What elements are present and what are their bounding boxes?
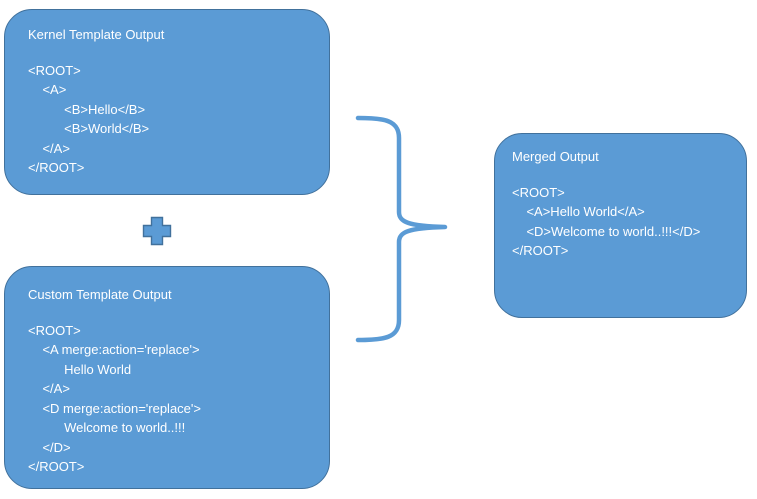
merged-output-title: Merged Output [512,149,599,164]
merged-output-code: <ROOT> <A>Hello World</A> <D>Welcome to … [512,184,701,259]
custom-template-output-box: Custom Template Output <ROOT> <A merge:a… [4,266,330,489]
kernel-template-output-title: Kernel Template Output [28,27,165,42]
custom-template-output-code: <ROOT> <A merge:action='replace'> Hello … [28,322,201,475]
plus-icon [142,216,172,246]
kernel-template-output-code: <ROOT> <A> <B>Hello</B> <B>World</B> </A… [28,62,150,176]
right-curly-brace-icon [355,115,448,343]
merged-output-box: Merged Output <ROOT> <A>Hello World</A> … [494,133,747,318]
custom-template-output-title: Custom Template Output [28,287,172,302]
kernel-template-output-box: Kernel Template Output <ROOT> <A> <B>Hel… [4,9,330,195]
